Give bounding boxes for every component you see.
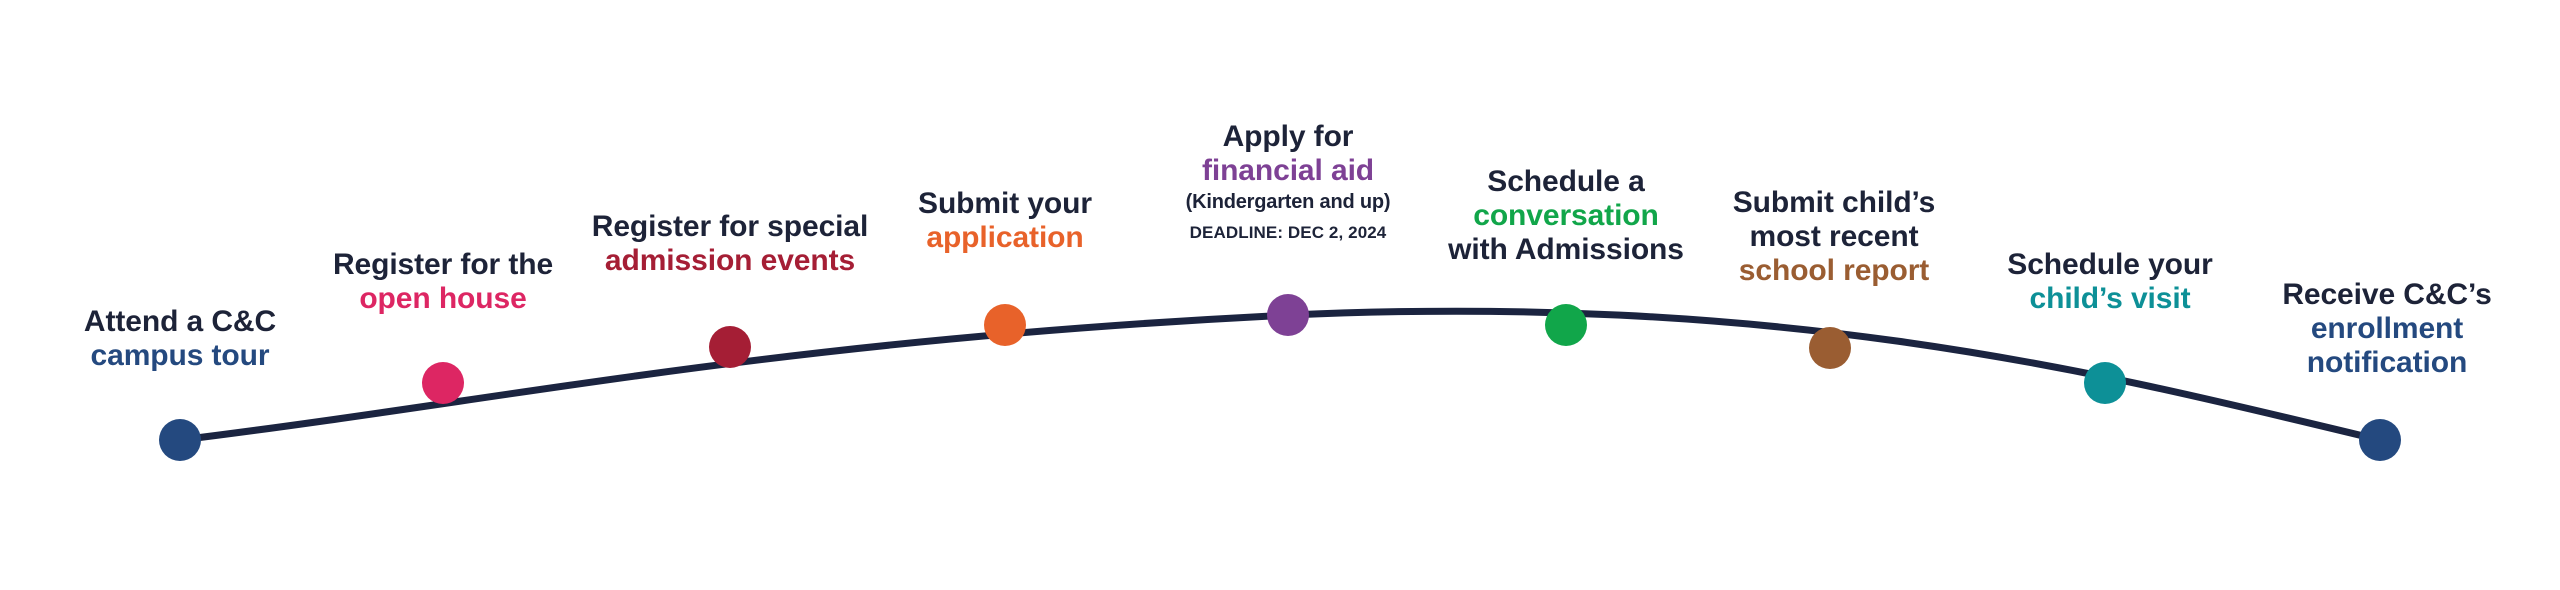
step-text-line: Schedule a <box>1487 165 1645 198</box>
step-text-line: financial aid <box>1201 154 1375 188</box>
step-text-line: application <box>926 221 1084 255</box>
step-text-line: Attend a C&C <box>83 305 277 338</box>
timeline-node-dot-childs-visit[interactable] <box>2084 362 2126 404</box>
step-text-line: Schedule your <box>2007 248 2213 281</box>
step-text-line: Apply for <box>1222 120 1354 153</box>
step-text-line: Register for special <box>591 210 869 243</box>
step-text-line: admission events <box>604 244 856 278</box>
step-text-line: notification <box>2306 346 2468 380</box>
timeline-node-dot-financial-aid[interactable] <box>1267 294 1309 336</box>
timeline-node-dot-enrollment-notification[interactable] <box>2359 419 2401 461</box>
step-text-line: Submit your <box>918 187 1092 220</box>
step-deadline: DEADLINE: DEC 2, 2024 <box>1189 223 1387 243</box>
step-text-line: conversation <box>1473 199 1659 233</box>
step-text-line: school report <box>1738 254 1930 288</box>
timeline-node-dot-campus-tour[interactable] <box>159 419 201 461</box>
timeline-node-dot-school-report[interactable] <box>1809 327 1851 369</box>
step-text-line: Receive C&C’s <box>2282 278 2492 311</box>
timeline-node-dot-open-house[interactable] <box>422 362 464 404</box>
step-text-line: with Admissions <box>1448 233 1684 267</box>
step-text-line: Submit child’s <box>1732 186 1936 219</box>
timeline-node-dot-conversation[interactable] <box>1545 304 1587 346</box>
step-text-line: open house <box>359 282 527 316</box>
step-note: (Kindergarten and up) <box>1185 191 1391 214</box>
timeline-node-dot-application[interactable] <box>984 304 1026 346</box>
step-text-line: child’s visit <box>2029 282 2191 316</box>
step-text-line: Register for the <box>332 248 554 281</box>
step-text-line: enrollment <box>2310 312 2464 346</box>
step-text-line: most recent <box>1749 220 1919 254</box>
timeline-node-dot-admission-events[interactable] <box>709 326 751 368</box>
step-text-line: campus tour <box>90 339 270 373</box>
